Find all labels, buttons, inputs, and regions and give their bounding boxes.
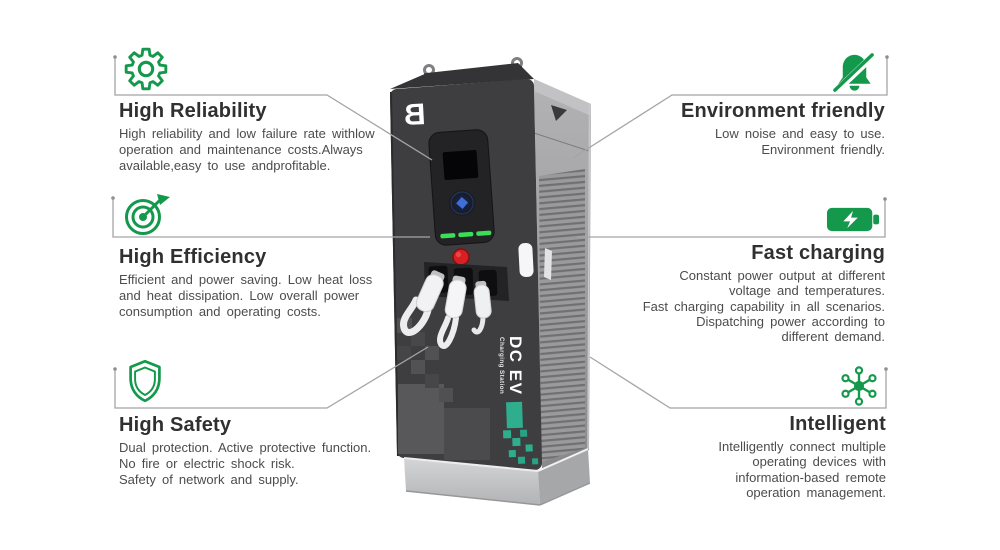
display-screen — [442, 149, 479, 181]
feature-line: Low noise and easy to use. — [714, 126, 885, 141]
device-label-sub: Charging Station — [498, 337, 505, 394]
ventilation-louvers — [539, 169, 585, 462]
base-pedestal — [403, 448, 591, 506]
feature-line: operating devices with — [752, 454, 886, 470]
brand-logo: B — [403, 98, 426, 132]
feature-title: High Efficiency — [119, 246, 267, 268]
feature-title: Intelligent — [789, 413, 886, 435]
cabinet-side — [533, 79, 591, 472]
muted-bell-icon — [831, 50, 878, 102]
feature-line: different demand. — [781, 329, 885, 345]
feature-title: High Safety — [119, 414, 232, 436]
gear-icon — [123, 46, 169, 97]
feature-line: voltage and temperatures. — [728, 283, 885, 299]
feature-title: Environment friendly — [680, 100, 885, 122]
callout-line-dots — [111, 55, 889, 371]
feature-line: No fire or electric shock risk. — [119, 456, 295, 471]
target-dart-icon — [122, 193, 176, 242]
feature-line: information-based remote — [735, 469, 886, 485]
charging-connectors — [400, 270, 492, 349]
feature-high-safety: High Safety Dual protection. Active prot… — [119, 415, 371, 488]
screen-panel — [428, 129, 495, 246]
feature-line: Dual protection. Active protective funct… — [119, 440, 372, 455]
feature-high-efficiency: High Efficiency Efficient and power savi… — [119, 247, 372, 320]
feature-line: available,easy to use andprofitable. — [119, 158, 331, 173]
feature-line: Environment friendly. — [761, 142, 885, 157]
emergency-stop-button — [452, 248, 470, 266]
cabinet-top — [390, 63, 534, 89]
feature-line: Constant power output at different — [679, 268, 885, 283]
feature-line: operation and maintenance costs.Always — [119, 142, 363, 157]
device-label-main: DC EV — [506, 336, 525, 395]
callout-lines — [112, 57, 888, 409]
feature-line: operation management. — [746, 484, 886, 500]
feature-line: High reliability and low failure rate wi… — [119, 126, 375, 141]
feature-title: Fast charging — [751, 242, 885, 264]
feature-line: and heat dissipation. Low overall power — [119, 288, 360, 303]
charging-battery-icon — [826, 203, 880, 241]
teal-pixel-pattern — [503, 401, 539, 465]
feature-line: Intelligently connect multiple — [718, 439, 886, 454]
status-indicator-bars — [440, 230, 492, 239]
network-hub-icon — [837, 363, 881, 414]
feature-title: High Reliability — [119, 100, 267, 122]
feature-intelligent: Intelligent Intelligently connect multip… — [718, 414, 886, 500]
feature-high-reliability: High Reliability High reliability and lo… — [119, 101, 375, 174]
feature-line: Fast charging capability in all scenario… — [642, 298, 885, 314]
feature-line: Efficient and power saving. Low heat los… — [119, 272, 373, 287]
feature-line: Dispatching power according to — [696, 313, 885, 329]
feature-environment-friendly: Environment friendly Low noise and easy … — [681, 101, 885, 158]
feature-line: consumption and operating costs. — [119, 304, 321, 319]
door-handle — [518, 242, 534, 278]
feature-fast-charging: Fast charging Constant power output at d… — [643, 243, 885, 344]
shield-icon — [127, 358, 163, 409]
feature-line: Safety of network and supply. — [119, 472, 299, 487]
